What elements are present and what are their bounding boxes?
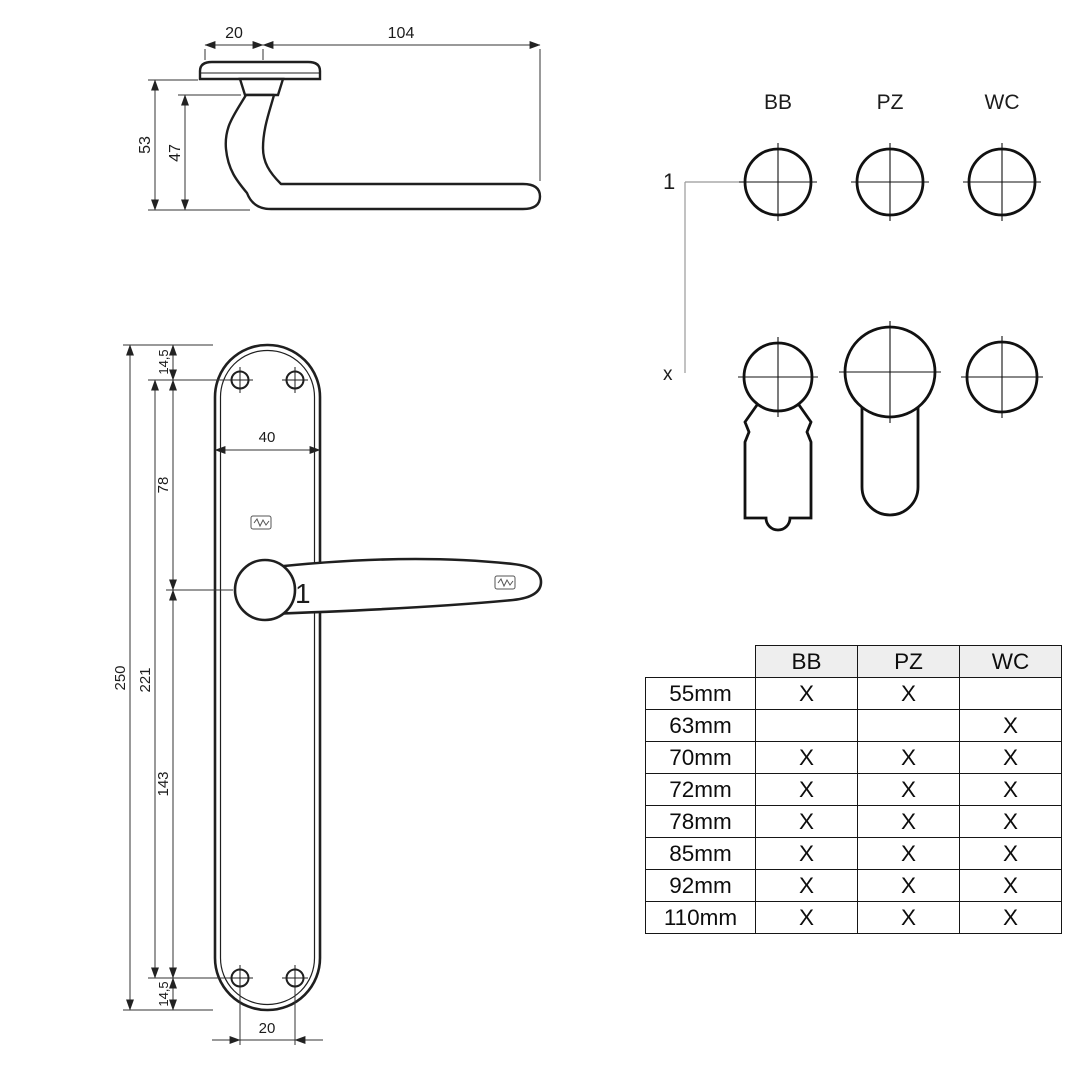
pz-availability — [857, 709, 960, 742]
wc-availability: X — [959, 837, 1062, 870]
table-row: 78mm X X X — [645, 805, 1062, 838]
bb-availability: X — [755, 773, 858, 806]
bb-bit-keyhole-icon — [738, 337, 818, 532]
lever-assembly — [233, 557, 543, 622]
pz-availability: X — [857, 773, 960, 806]
screw-icon — [227, 965, 253, 991]
callout-1-label: 1 — [295, 578, 311, 609]
pz-rose-crosshair-circle-icon — [851, 143, 929, 221]
table-row: 55mm X X — [645, 677, 1062, 710]
side-view-dimension-lines — [148, 41, 541, 211]
dim-250-label: 250 — [112, 665, 129, 690]
size-label: 72mm — [645, 773, 756, 806]
screw-icon — [227, 367, 253, 393]
dim-20-label: 20 — [225, 25, 243, 42]
table-header-row: BB PZ WC — [645, 645, 1062, 678]
table-row: 63mm X — [645, 709, 1062, 742]
dim-221-label: 221 — [137, 667, 154, 692]
bb-availability: X — [755, 869, 858, 902]
keyhole-callout-1-label: 1 — [663, 169, 675, 194]
size-label: 85mm — [645, 837, 756, 870]
dim-47-label: 47 — [167, 144, 184, 162]
backplate-outer-outline — [213, 343, 322, 1012]
wc-availability: X — [959, 869, 1062, 902]
col-header-bb: BB — [755, 645, 858, 678]
pz-availability: X — [857, 741, 960, 774]
size-label: 70mm — [645, 741, 756, 774]
dim-20-screw-label: 20 — [259, 1020, 276, 1037]
hub-circle — [233, 558, 297, 622]
screws — [227, 367, 308, 991]
dim-53-label: 53 — [137, 136, 154, 154]
dim-top-14-5-label: 14,5 — [156, 349, 171, 374]
front-view-drawing: 1 40 250 221 14,5 78 143 14,5 20 — [112, 343, 543, 1045]
lever-front — [263, 557, 543, 616]
screw-icon — [282, 367, 308, 393]
dim-104-label: 104 — [388, 25, 415, 42]
bb-availability: X — [755, 805, 858, 838]
col-header-wc: WC — [959, 645, 1062, 678]
maker-mark-icon — [494, 575, 516, 590]
size-label: 78mm — [645, 805, 756, 838]
keyhole-col-label-wc: WC — [985, 91, 1020, 114]
table-row: 70mm X X X — [645, 741, 1062, 774]
size-label: 92mm — [645, 869, 756, 902]
size-label: 110mm — [645, 901, 756, 934]
dim-40-label: 40 — [259, 429, 276, 446]
pz-availability: X — [857, 837, 960, 870]
wc-availability: X — [959, 741, 1062, 774]
bb-rose-crosshair-circle-icon — [739, 143, 817, 221]
col-header-pz: PZ — [857, 645, 960, 678]
keyhole-col-label-bb: BB — [764, 91, 792, 114]
wc-availability: X — [959, 773, 1062, 806]
table-row: 92mm X X X — [645, 869, 1062, 902]
handle-neck-lever — [224, 93, 542, 211]
front-view-dimension-lines — [123, 344, 323, 1045]
maker-mark-icon — [250, 515, 272, 530]
handle-side-profile — [198, 60, 542, 211]
bb-availability — [755, 709, 858, 742]
table-corner-cell — [645, 645, 756, 678]
pz-availability: X — [857, 901, 960, 934]
bb-availability: X — [755, 837, 858, 870]
backplate — [213, 343, 322, 1012]
screw-icon — [282, 965, 308, 991]
pz-euro-cylinder-icon — [839, 321, 941, 517]
dim-78-label: 78 — [155, 477, 172, 494]
table-row: 110mm X X X — [645, 901, 1062, 934]
pz-availability: X — [857, 869, 960, 902]
bb-availability: X — [755, 901, 858, 934]
wc-rose-crosshair-circle-icon — [963, 143, 1041, 221]
pz-availability: X — [857, 805, 960, 838]
wc-availability — [959, 677, 1062, 710]
wc-availability: X — [959, 709, 1062, 742]
dim-bottom-14-5-label: 14,5 — [156, 981, 171, 1006]
table-row: 85mm X X X — [645, 837, 1062, 870]
wc-availability: X — [959, 901, 1062, 934]
size-label: 55mm — [645, 677, 756, 710]
handle-cap — [198, 60, 322, 81]
bb-availability: X — [755, 741, 858, 774]
pz-availability: X — [857, 677, 960, 710]
bb-availability: X — [755, 677, 858, 710]
backplate-inner-outline — [219, 349, 316, 1006]
size-compatibility-table: BB PZ WC 55mm X X 63mm X 70mm X X X 72mm… — [645, 645, 1062, 934]
size-label: 63mm — [645, 709, 756, 742]
callout-connector-lines — [684, 181, 745, 373]
keyhole-row-x-label: x — [663, 364, 673, 385]
wc-turn-crosshair-circle-icon — [961, 336, 1043, 418]
wc-availability: X — [959, 805, 1062, 838]
keyhole-col-label-pz: PZ — [877, 91, 904, 114]
keyhole-types-diagram: BB PZ WC 1 x — [663, 91, 1043, 532]
side-view-drawing: 20 104 53 47 — [137, 25, 542, 211]
table-row: 72mm X X X — [645, 773, 1062, 806]
dim-143-label: 143 — [155, 771, 172, 796]
handle-stem — [238, 77, 285, 97]
